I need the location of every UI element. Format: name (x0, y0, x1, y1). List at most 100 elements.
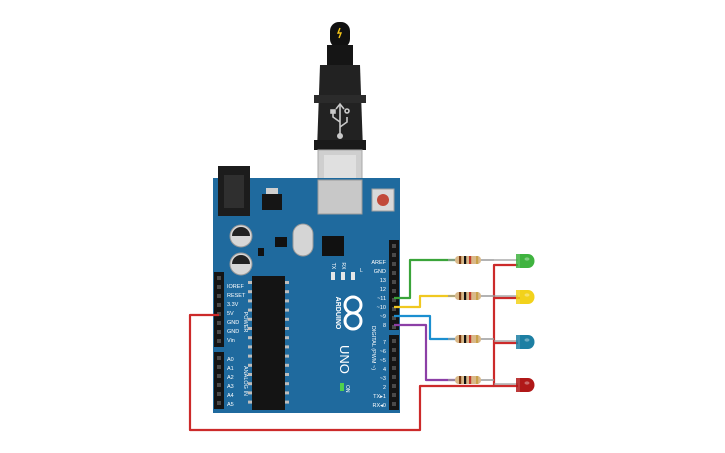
on-label: ON (344, 385, 350, 393)
pin-hole[interactable] (392, 393, 396, 397)
pin-hole[interactable] (217, 365, 221, 369)
pin-hole[interactable] (217, 303, 221, 307)
pin-hole[interactable] (392, 384, 396, 388)
ic-pin (248, 363, 252, 367)
resistor-1[interactable] (448, 256, 494, 264)
infinity-logo-icon (343, 295, 363, 331)
wires[interactable] (188, 258, 520, 432)
resistor-band (469, 335, 472, 343)
wire-led-yellow-blue[interactable] (492, 298, 518, 345)
wire-green[interactable] (394, 258, 455, 300)
pin-label: GND (374, 269, 386, 275)
led-green[interactable] (494, 254, 535, 268)
pin-label: RX◂0 (373, 403, 386, 409)
model-text: UNO (337, 345, 352, 374)
led-dome (520, 254, 535, 268)
pin-hole[interactable] (392, 339, 396, 343)
small-chip-1 (275, 237, 287, 247)
resistor-band (459, 292, 462, 300)
resistor-body (455, 256, 481, 264)
pin-hole[interactable] (392, 325, 396, 329)
capacitor-1-mark (232, 227, 250, 236)
resistor-2[interactable] (448, 292, 494, 300)
pin-hole[interactable] (392, 253, 396, 257)
pin-hole[interactable] (217, 401, 221, 405)
pin-hole[interactable] (392, 280, 396, 284)
pin-label: 12 (380, 287, 386, 293)
led-rim (516, 290, 520, 304)
digital-header-top (389, 240, 399, 330)
pin-hole[interactable] (392, 357, 396, 361)
pin-hole[interactable] (392, 366, 396, 370)
ic-pin (285, 317, 289, 321)
pin-hole[interactable] (217, 321, 221, 325)
atmega-chip (252, 276, 285, 410)
pin-label: ~6 (380, 349, 386, 355)
usb-interface-chip (322, 236, 344, 256)
pin-hole[interactable] (217, 392, 221, 396)
wire-purple[interactable] (394, 323, 455, 382)
power-header (214, 272, 224, 347)
pin-label: ~5 (380, 358, 386, 364)
resistor-body (455, 292, 481, 300)
resistor-4[interactable] (448, 376, 494, 384)
led-l-indicator (331, 272, 335, 280)
usb-plug-base (314, 140, 366, 150)
pin-hole[interactable] (217, 285, 221, 289)
pin-hole[interactable] (392, 316, 396, 320)
pin-hole[interactable] (392, 262, 396, 266)
usb-plug-grip (314, 95, 366, 103)
pin-hole[interactable] (392, 289, 396, 293)
pin-label: 7 (383, 340, 386, 346)
wire-blue[interactable] (394, 314, 455, 341)
bolt-icon (336, 27, 343, 39)
pin-hole[interactable] (392, 307, 396, 311)
led-blue[interactable] (494, 335, 535, 349)
resistor-band (469, 256, 472, 264)
led-dome (520, 335, 535, 349)
pin-hole[interactable] (392, 244, 396, 248)
pin-hole[interactable] (217, 294, 221, 298)
atmega-pins (248, 281, 289, 404)
leds[interactable] (494, 254, 535, 392)
pin-hole[interactable] (392, 402, 396, 406)
brand-text: ARDUINO (334, 297, 341, 330)
pin-hole[interactable] (217, 276, 221, 280)
ic-pin (285, 308, 289, 312)
ic-pin (285, 373, 289, 376)
board-usb-port (317, 179, 363, 215)
pin-hole[interactable] (392, 348, 396, 352)
led-red[interactable] (494, 378, 535, 392)
pin-hole[interactable] (217, 330, 221, 334)
wire-led-red-cathode[interactable] (492, 343, 518, 388)
pin-hole[interactable] (392, 271, 396, 275)
wire-led-green-cathode[interactable] (492, 263, 520, 300)
ic-pin (248, 327, 252, 330)
resistor-band (459, 335, 462, 343)
pin-hole[interactable] (392, 375, 396, 379)
wire-yellow[interactable] (394, 294, 455, 309)
pin-label: A1 (227, 366, 234, 372)
ic-pin (285, 354, 289, 358)
resistors[interactable] (448, 256, 494, 384)
pin-hole[interactable] (217, 374, 221, 378)
ic-pin (285, 327, 289, 330)
resistor-3[interactable] (448, 335, 494, 343)
pin-hole[interactable] (217, 339, 221, 343)
led-highlight (524, 338, 530, 342)
pin-hole[interactable] (217, 383, 221, 387)
ic-pin (248, 290, 252, 294)
pin-label: 13 (380, 278, 386, 284)
resistor-band (476, 335, 479, 343)
power-header-title: POWER (242, 312, 248, 333)
arduino-uno-board[interactable]: TX RX L ON ARDUINO UNO POWER ANALOG IN D… (213, 166, 400, 413)
wire-ground-return[interactable] (188, 313, 494, 432)
led-yellow[interactable] (494, 290, 535, 304)
pin-hole[interactable] (392, 298, 396, 302)
pin-hole[interactable] (217, 356, 221, 360)
resistor-band (469, 292, 472, 300)
ic-pin (248, 317, 252, 321)
resistor-band (464, 376, 467, 384)
